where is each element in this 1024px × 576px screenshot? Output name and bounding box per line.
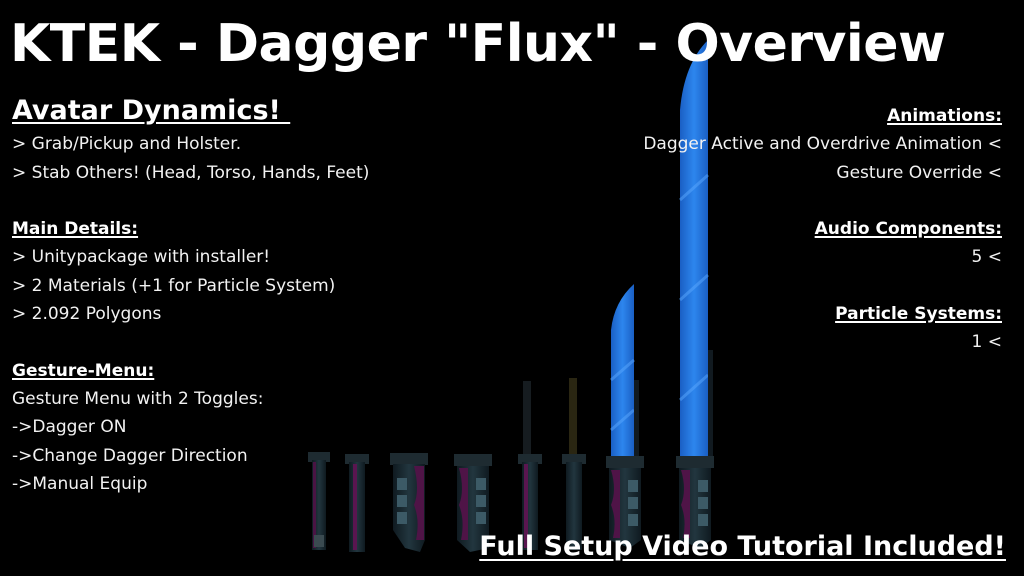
animation-line: Dagger Active and Overdrive Animation < xyxy=(643,134,1002,154)
audio-components-heading: Audio Components: xyxy=(814,219,1002,239)
avatar-dynamics-heading: Avatar Dynamics! xyxy=(12,95,291,126)
right-column: Animations: Dagger Active and Overdrive … xyxy=(643,102,1002,356)
handle-2 xyxy=(345,454,369,552)
gesture-intro: Gesture Menu with 2 Toggles: xyxy=(12,388,264,409)
gesture-line: ->Dagger ON xyxy=(12,417,127,437)
detail-line: > 2 Materials (+1 for Particle System) xyxy=(12,275,336,296)
tutorial-banner: Full Setup Video Tutorial Included! xyxy=(479,531,1006,562)
handle-3 xyxy=(390,453,428,552)
particle-systems-heading: Particle Systems: xyxy=(835,303,1002,324)
feature-line: > Stab Others! (Head, Torso, Hands, Feet… xyxy=(12,162,370,183)
detail-line: > Unitypackage with installer! xyxy=(12,247,271,267)
gesture-menu-heading: Gesture-Menu: xyxy=(12,360,155,381)
animation-line: Gesture Override < xyxy=(836,162,1002,183)
handle-4 xyxy=(454,454,492,552)
left-column: Avatar Dynamics! > Grab/Pickup and Holst… xyxy=(12,92,369,499)
particle-systems-value: 1 < xyxy=(971,331,1002,352)
gesture-line: ->Manual Equip xyxy=(12,474,148,494)
gesture-line: ->Change Dagger Direction xyxy=(12,445,248,466)
detail-line: > 2.092 Polygons xyxy=(12,304,162,324)
handle-1 xyxy=(308,452,330,550)
handle-6 xyxy=(562,454,586,550)
blade-long xyxy=(679,40,713,458)
feature-line: > Grab/Pickup and Holster. xyxy=(12,134,242,154)
page-title: KTEK - Dagger "Flux" - Overview xyxy=(10,14,946,74)
handle-5 xyxy=(518,454,542,550)
handle-8 xyxy=(676,456,714,548)
handle-7 xyxy=(606,456,644,548)
animations-heading: Animations: xyxy=(887,106,1002,126)
blade-short xyxy=(610,284,639,458)
main-details-heading: Main Details: xyxy=(12,219,139,239)
audio-components-value: 5 < xyxy=(971,247,1002,267)
